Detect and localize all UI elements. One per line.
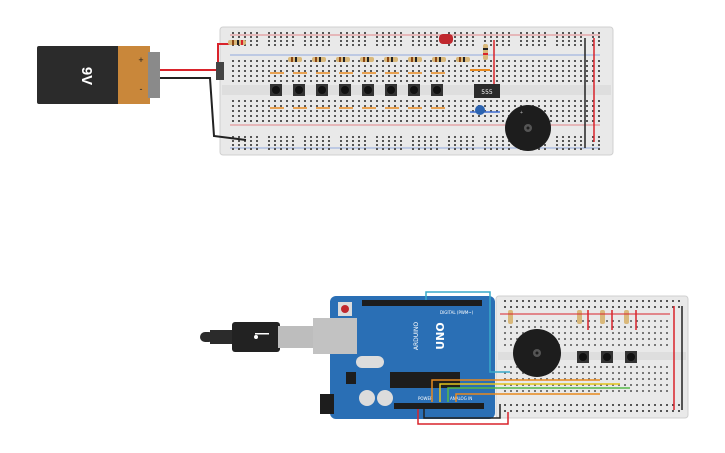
top-breadboard-holes <box>232 32 600 150</box>
resistor-icon[interactable] <box>624 310 629 324</box>
top-button-row <box>270 84 443 96</box>
power-jack <box>320 394 334 414</box>
capacitor-icon <box>359 390 375 406</box>
power-red-wire[interactable] <box>417 409 509 425</box>
battery-black-wire[interactable] <box>160 77 247 141</box>
battery-label: 9V <box>78 67 95 85</box>
analog-header <box>394 403 484 409</box>
push-button-icon[interactable] <box>362 84 374 96</box>
resistor-icon[interactable] <box>336 57 350 62</box>
bottom-breadboard-gap <box>498 352 686 360</box>
resistor-icon[interactable] <box>577 310 582 324</box>
battery-minus-label: - <box>140 84 143 94</box>
resistor-icon[interactable] <box>408 57 422 62</box>
push-button-icon[interactable] <box>431 84 443 96</box>
resistor-icon[interactable] <box>483 44 488 60</box>
push-button-icon[interactable] <box>293 84 305 96</box>
orange-wire[interactable] <box>455 393 600 402</box>
push-button-icon[interactable] <box>339 84 351 96</box>
usb-port <box>313 318 357 354</box>
resistor-icon[interactable] <box>600 310 605 324</box>
battery-9v[interactable]: 9V + - <box>37 46 160 104</box>
push-button-icon[interactable] <box>385 84 397 96</box>
push-button-icon[interactable] <box>601 351 613 363</box>
resistor-icon[interactable] <box>508 310 513 324</box>
resistor-icon[interactable] <box>456 57 470 62</box>
battery-red-wire[interactable] <box>160 43 232 71</box>
push-button-icon[interactable] <box>316 84 328 96</box>
arduino-model: ARDUINO <box>413 322 420 351</box>
battery-plus-label: + <box>138 55 143 65</box>
ic-label: 555 <box>481 89 493 96</box>
resistor-icon[interactable] <box>312 57 326 62</box>
yellow-wire[interactable] <box>439 383 620 402</box>
digital-header <box>362 300 482 306</box>
capacitor-icon[interactable] <box>475 105 485 115</box>
push-button-icon[interactable] <box>408 84 420 96</box>
arduino-brand: UNO <box>434 322 447 350</box>
crystal <box>356 356 384 368</box>
bottom-circuit: UNO ARDUINO DIGITAL (PWM~) ANALOG IN POW… <box>200 291 689 425</box>
push-button-icon[interactable] <box>270 84 282 96</box>
push-button-icon[interactable] <box>577 351 589 363</box>
battery-connector <box>216 62 224 80</box>
top-resistor-row <box>288 57 470 62</box>
arduino-uno-board[interactable]: UNO ARDUINO DIGITAL (PWM~) ANALOG IN POW… <box>313 296 495 419</box>
resistor-icon[interactable] <box>360 57 374 62</box>
piezo-buzzer-icon[interactable] <box>513 329 561 377</box>
digital-label: DIGITAL (PWM~) <box>440 310 474 315</box>
analog-label: ANALOG IN <box>450 396 472 401</box>
resistor-icon[interactable] <box>288 57 302 62</box>
capacitor-icon <box>377 390 393 406</box>
top-circuit: 9V + - 555 <box>37 26 614 156</box>
push-button-icon[interactable] <box>625 351 637 363</box>
led-icon[interactable] <box>439 34 453 44</box>
resistor-icon[interactable] <box>228 40 246 45</box>
svg-text:+: + <box>520 110 523 116</box>
power-label: POWER <box>418 396 433 401</box>
orange-wire[interactable] <box>431 379 600 402</box>
piezo-buzzer-icon[interactable]: + <box>505 105 551 151</box>
cyan-wire[interactable] <box>425 291 510 373</box>
top-orange-wires <box>270 72 445 109</box>
ic-555[interactable]: 555 <box>474 84 500 98</box>
resistor-icon[interactable] <box>432 57 446 62</box>
resistor-icon[interactable] <box>384 57 398 62</box>
green-wire[interactable] <box>447 387 630 402</box>
usb-cable-icon[interactable] <box>200 322 316 352</box>
regulator <box>346 372 356 384</box>
power-black-wire[interactable] <box>423 404 501 419</box>
